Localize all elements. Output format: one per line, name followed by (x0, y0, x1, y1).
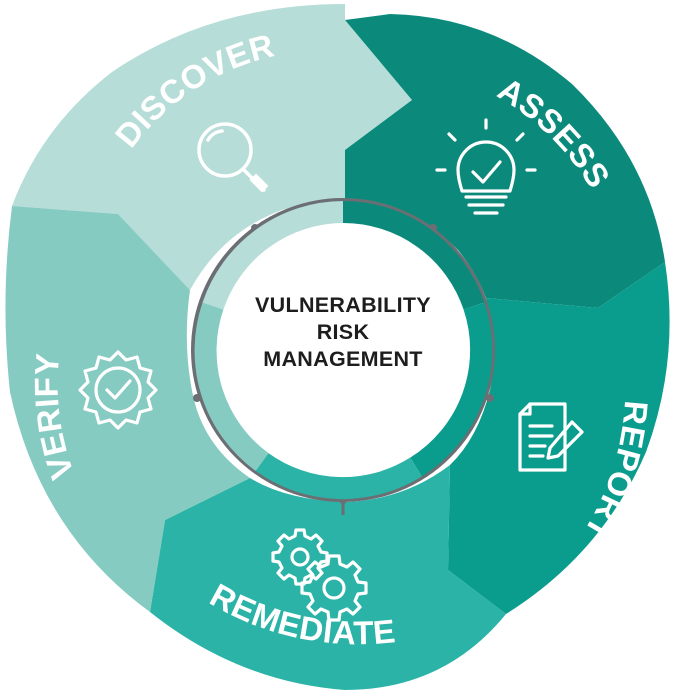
segment-discover (12, 4, 412, 290)
document-pencil-icon (518, 402, 584, 472)
center-title-line-3: MANAGEMENT (263, 347, 423, 371)
inner-ring-discover (202, 201, 344, 310)
magnifier-icon (197, 122, 269, 193)
badge-check-icon (78, 350, 158, 430)
inner-ring-verify (194, 302, 269, 471)
segment-remediate (150, 465, 506, 690)
segment-assess (345, 14, 665, 308)
rim-dot (193, 394, 201, 402)
center-title-line-2: RISK (316, 320, 370, 344)
inner-ring-assess (342, 200, 485, 310)
inner-ring-report (410, 302, 493, 477)
rim-dot (486, 394, 494, 402)
inner-ring-remediate (255, 452, 422, 500)
center-title: VULNERABILITY RISK MANAGEMENT (218, 292, 468, 373)
gears-icon (271, 528, 368, 622)
center-title-line-1: VULNERABILITY (255, 293, 431, 317)
center-disc (218, 225, 468, 475)
lightbulb-check-icon (435, 118, 537, 215)
